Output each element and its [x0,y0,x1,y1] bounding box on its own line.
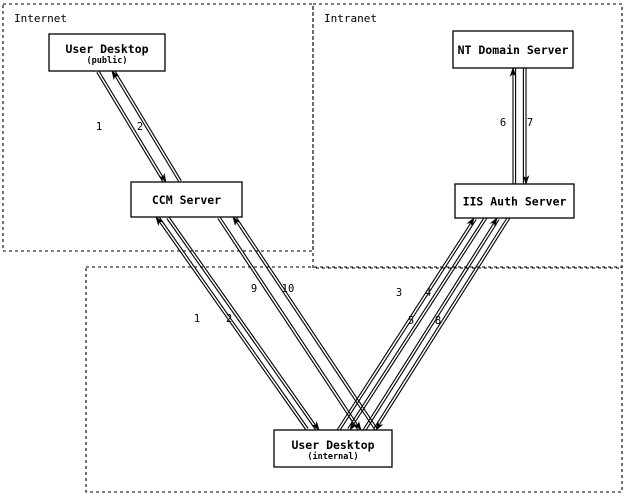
flow-4-iis-auth-server-to-user-desktop-internal [347,216,488,431]
node-user-desktop-internal: User Desktop(internal) [273,429,393,468]
node-box-iis-auth-server [454,183,575,219]
node-nt-domain-server: NT Domain Server [452,30,574,69]
flow-shaft-primary [232,216,376,431]
flow-shaft-secondary [157,215,309,429]
flow-step-label-8: 8 [435,315,441,327]
node-box-nt-domain-server [452,30,574,69]
flow-shaft-secondary [364,219,500,432]
flow-step-label-4: 4 [425,287,431,299]
zone-border-internal-lan [85,266,623,493]
flow-step-label-9: 9 [251,283,257,295]
flow-shaft-primary [362,217,498,431]
flow-step-label-2: 2 [226,313,232,325]
flow-1-user-desktop-internal-to-ccm-server [155,215,309,431]
flow-9-ccm-server-to-user-desktop-internal [217,216,362,432]
node-title-iis-auth-server: IIS Auth Server [463,195,567,209]
flow-shaft-primary [375,217,511,431]
flow-shaft-primary [349,217,488,431]
flow-shaft-primary [336,217,475,431]
node-iis-auth-server: IIS Auth Server [454,183,575,219]
flow-shaft-primary [168,216,320,431]
flow-7-nt-domain-server-to-iis-auth-server [522,68,530,186]
flow-step-label-5: 5 [408,315,414,327]
flow-shaft-secondary [347,216,486,429]
flow-shaft-secondary [96,72,165,184]
flow-6-iis-auth-server-to-nt-domain-server [509,66,517,184]
flow-step-label-10: 10 [282,283,295,295]
flow-step-label-6: 6 [500,117,506,129]
flow-shaft-primary [98,70,167,183]
flow-1-user-desktop-public-to-ccm-server [96,70,167,184]
flow-step-label-2: 2 [137,121,143,133]
zone-intranet: Intranet [312,3,623,269]
node-subtitle-user-desktop-public: (public) [87,55,128,66]
step-number-labels: 1 2 1 2 3 4 5 8 6 7 9 10 [96,117,533,327]
flow-shaft-primary [111,70,180,183]
node-user-desktop-public: User Desktop(public) [48,33,166,72]
node-title-ccm-server: CCM Server [152,193,221,207]
zone-label-intranet: Intranet [324,12,377,25]
node-box-ccm-server [130,181,243,218]
zone-internal-lan [85,266,623,493]
zone-label-internet: Internet [14,12,67,25]
flow-2-ccm-server-to-user-desktop-internal [166,216,320,432]
flow-shaft-secondary [166,218,318,432]
flow-10-user-desktop-internal-to-ccm-server [232,215,378,431]
flow-shaft-secondary [113,69,182,181]
flow-2-ccm-server-to-user-desktop-public [111,69,182,183]
flow-8-iis-auth-server-to-user-desktop-internal [373,216,511,431]
flow-shaft-secondary [338,219,477,432]
flow-step-label-1: 1 [194,313,200,325]
flow-shaft-secondary [373,216,509,429]
flow-3-user-desktop-internal-to-iis-auth-server [336,217,477,432]
node-box-user-desktop-public [48,33,166,72]
flow-shaft-primary [219,216,362,431]
flow-5-user-desktop-internal-to-iis-auth-server [362,217,500,432]
node-subtitle-user-desktop-internal: (internal) [307,451,358,462]
flow-step-label-7: 7 [527,117,533,129]
node-title-user-desktop-internal: User Desktop [291,438,374,452]
zone-boundaries: Internet Intranet [2,3,623,493]
node-title-user-desktop-public: User Desktop [65,42,148,56]
flow-shaft-secondary [234,215,378,429]
flow-arrows [96,66,530,432]
flow-step-label-3: 3 [396,287,402,299]
flow-shaft-primary [155,216,307,431]
zone-border-intranet [312,3,623,269]
node-title-nt-domain-server: NT Domain Server [458,43,569,57]
flow-shaft-secondary [217,218,360,432]
node-box-user-desktop-internal [273,429,393,468]
flow-step-label-1: 1 [96,121,102,133]
node-ccm-server: CCM Server [130,181,243,218]
